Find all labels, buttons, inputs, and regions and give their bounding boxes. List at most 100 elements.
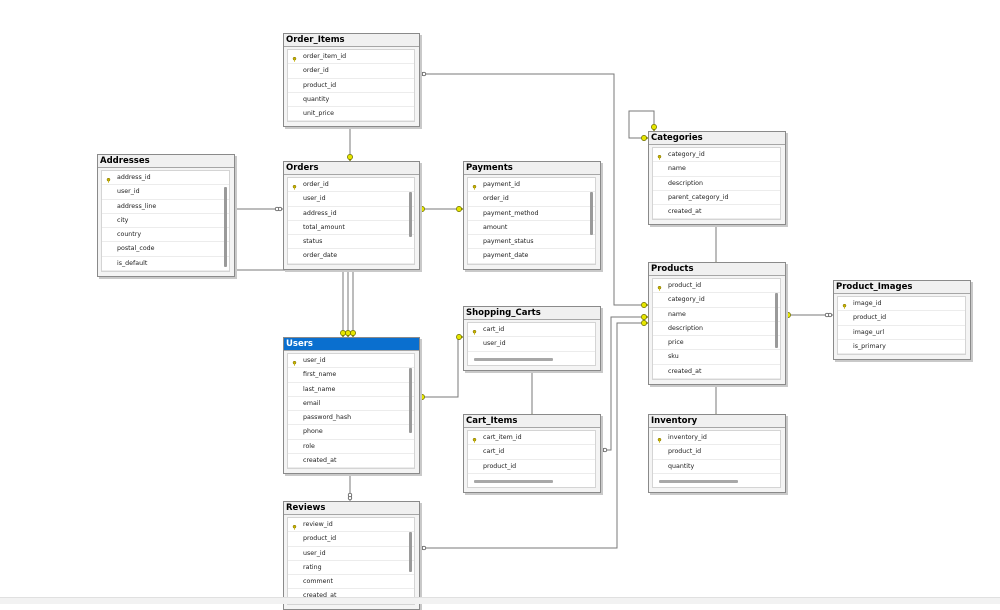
column-row[interactable]: order_id bbox=[468, 192, 595, 207]
column-row[interactable]: cart_item_id bbox=[468, 431, 595, 446]
column-row[interactable]: address_line bbox=[102, 200, 229, 214]
link-orderitems-products[interactable] bbox=[418, 73, 648, 306]
column-row[interactable]: rating bbox=[288, 561, 414, 576]
column-row[interactable]: phone bbox=[288, 425, 414, 440]
column-row[interactable]: password_hash bbox=[288, 411, 414, 426]
column-row[interactable]: payment_date bbox=[468, 249, 595, 264]
column-row[interactable]: created_at bbox=[653, 205, 780, 220]
column-row[interactable]: last_name bbox=[288, 383, 414, 397]
column-row[interactable]: payment_method bbox=[468, 207, 595, 221]
vertical-scrollbar[interactable] bbox=[409, 192, 412, 237]
link-categories-self[interactable] bbox=[628, 110, 655, 139]
horizontal-scrollbar[interactable] bbox=[659, 479, 738, 483]
link-shoppingcarts-users[interactable] bbox=[418, 336, 463, 398]
table-title[interactable]: Inventory bbox=[649, 415, 785, 428]
column-row[interactable]: payment_id bbox=[468, 178, 595, 193]
column-row[interactable]: city bbox=[102, 214, 229, 229]
column-row[interactable]: status bbox=[288, 235, 414, 250]
table-title[interactable]: Reviews bbox=[284, 502, 419, 515]
table-title[interactable]: Product_Images bbox=[834, 281, 970, 294]
column-row[interactable]: order_id bbox=[288, 178, 414, 193]
column-row[interactable]: review_id bbox=[288, 518, 414, 533]
column-row[interactable]: address_id bbox=[288, 207, 414, 221]
column-row[interactable]: category_id bbox=[653, 293, 780, 308]
table-title[interactable]: Cart_Items bbox=[464, 415, 600, 428]
column-row[interactable]: created_at bbox=[653, 365, 780, 380]
column-row[interactable]: user_id bbox=[468, 337, 595, 352]
column-row[interactable]: quantity bbox=[653, 460, 780, 474]
column-row[interactable]: inventory_id bbox=[653, 431, 780, 446]
column-row[interactable]: category_id bbox=[653, 148, 780, 163]
column-row[interactable]: product_id bbox=[653, 279, 780, 294]
link-reviews-products[interactable] bbox=[418, 322, 648, 549]
table-title[interactable]: Payments bbox=[464, 162, 600, 175]
vertical-scrollbar[interactable] bbox=[409, 532, 412, 572]
horizontal-scrollbar[interactable] bbox=[0, 597, 1000, 604]
table-title[interactable]: Users bbox=[284, 338, 419, 351]
column-row[interactable]: user_id bbox=[288, 547, 414, 561]
column-row[interactable]: created_at bbox=[288, 454, 414, 469]
column-row[interactable]: unit_price bbox=[288, 107, 414, 122]
column-row[interactable]: email bbox=[288, 397, 414, 412]
column-row[interactable]: payment_status bbox=[468, 235, 595, 250]
column-row[interactable]: role bbox=[288, 440, 414, 455]
horizontal-scrollbar[interactable] bbox=[474, 357, 553, 361]
column-row[interactable]: product_id bbox=[288, 532, 414, 547]
column-row[interactable]: cart_id bbox=[468, 445, 595, 460]
column-row[interactable]: parent_category_id bbox=[653, 191, 780, 206]
column-row[interactable]: cart_id bbox=[468, 323, 595, 338]
table-title[interactable]: Categories bbox=[649, 132, 785, 145]
column-row[interactable]: address_id bbox=[102, 171, 229, 186]
column-row[interactable]: country bbox=[102, 228, 229, 243]
vertical-scrollbar[interactable] bbox=[775, 293, 778, 348]
column-row[interactable]: price bbox=[653, 336, 780, 351]
column-row[interactable]: description bbox=[653, 322, 780, 337]
column-row[interactable]: image_url bbox=[838, 326, 965, 340]
column-row[interactable]: product_id bbox=[468, 460, 595, 474]
column-row[interactable]: user_id bbox=[288, 354, 414, 369]
column-row[interactable]: description bbox=[653, 177, 780, 191]
link-cartitems-products[interactable] bbox=[599, 316, 648, 451]
table-title[interactable]: Products bbox=[649, 263, 785, 276]
column-row[interactable]: product_id bbox=[653, 445, 780, 460]
column-row[interactable]: comment bbox=[288, 575, 414, 590]
table-title[interactable]: Orders bbox=[284, 162, 419, 175]
column-row[interactable]: product_id bbox=[288, 79, 414, 93]
column-row[interactable]: user_id bbox=[102, 185, 229, 200]
column-row[interactable]: is_primary bbox=[838, 340, 965, 355]
table-title[interactable]: Order_Items bbox=[284, 34, 419, 47]
vertical-scrollbar[interactable] bbox=[590, 192, 593, 235]
column-row[interactable]: is_default bbox=[102, 257, 229, 272]
column-row[interactable]: order_id bbox=[288, 64, 414, 79]
vertical-scrollbar[interactable] bbox=[409, 368, 412, 433]
vertical-scrollbar[interactable] bbox=[224, 187, 227, 267]
horizontal-scrollbar[interactable] bbox=[474, 479, 553, 483]
table-title[interactable]: Addresses bbox=[98, 155, 234, 168]
column-row[interactable]: order_date bbox=[288, 249, 414, 264]
column-row[interactable]: product_id bbox=[838, 311, 965, 326]
column-row[interactable]: quantity bbox=[288, 93, 414, 108]
column-row[interactable]: name bbox=[653, 162, 780, 177]
column-row[interactable]: total_amount bbox=[288, 221, 414, 236]
column-row[interactable]: amount bbox=[468, 221, 595, 236]
column-row[interactable]: image_id bbox=[838, 297, 965, 312]
column-row[interactable]: name bbox=[653, 308, 780, 322]
table-title[interactable]: Shopping_Carts bbox=[464, 307, 600, 320]
column-row[interactable]: order_item_id bbox=[288, 50, 414, 65]
column-row[interactable]: user_id bbox=[288, 192, 414, 207]
column-row[interactable]: sku bbox=[653, 350, 780, 365]
column-row[interactable]: first_name bbox=[288, 368, 414, 383]
column-row[interactable]: postal_code bbox=[102, 242, 229, 257]
